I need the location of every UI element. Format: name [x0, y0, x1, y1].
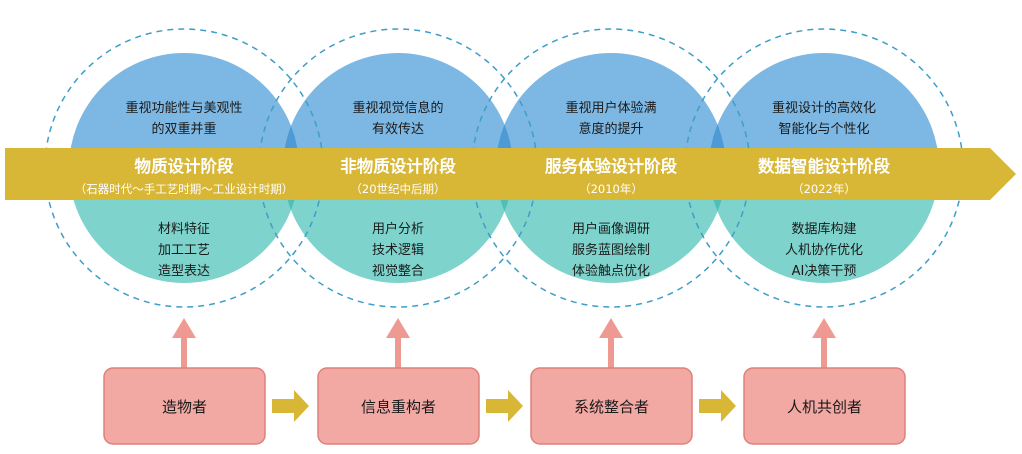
role-label-1: 造物者 [162, 398, 207, 416]
stage-1-skill-3: 造型表达 [158, 264, 210, 279]
stage-3-top-half [496, 53, 726, 168]
stage-2-skill-1: 用户分析 [372, 221, 424, 237]
stage-3-period: （2010年） [579, 182, 643, 196]
role-boxes: 造物者 信息重构者 系统整合者 人机共创者 [103, 367, 906, 445]
stage-4-skill-2: 人机协作优化 [785, 243, 863, 258]
stage-4-top-half [709, 53, 939, 168]
stage-skill-texts: 材料特征 加工工艺 造型表达 用户分析 技术逻辑 视觉整合 用户画像调研 服务蓝… [158, 221, 863, 279]
role-label-4: 人机共创者 [787, 398, 862, 416]
stage-1-focus-line-2: 的双重并重 [151, 121, 216, 137]
stage-4-focus-line-1: 重视设计的高效化 [772, 100, 876, 116]
progression-arrows [272, 390, 736, 422]
stage-1-title: 物质设计阶段 [135, 156, 235, 176]
stage-2-skill-2: 技术逻辑 [372, 243, 424, 258]
stage-4-focus-line-2: 智能化与个性化 [778, 122, 869, 137]
up-arrows [172, 318, 836, 368]
stage-3-skill-1: 用户画像调研 [572, 221, 650, 237]
stage-3-up-arrow-icon [599, 318, 623, 368]
role-label-2: 信息重构者 [361, 398, 436, 416]
timeline-arrow-band [5, 148, 1016, 200]
stage-4-skill-3: AI决策干预 [792, 263, 857, 279]
right-arrow-icon-2 [486, 390, 523, 422]
stage-2-focus-line-1: 重视视觉信息的 [352, 100, 443, 116]
stage-2-skill-3: 视觉整合 [372, 264, 424, 279]
stage-3-focus-line-2: 意度的提升 [578, 121, 643, 137]
role-box-3 [530, 367, 693, 445]
role-label-3: 系统整合者 [574, 398, 649, 416]
role-box-2 [317, 367, 480, 445]
stage-3-title: 服务体验设计阶段 [545, 156, 678, 176]
stage-1-skill-2: 加工工艺 [158, 243, 210, 258]
right-arrow-icon-3 [699, 390, 736, 422]
stage-4-title: 数据智能设计阶段 [758, 156, 891, 176]
stage-1-top-half [69, 53, 299, 168]
stage-3-skill-3: 体验触点优化 [572, 263, 650, 279]
stage-2-title: 非物质设计阶段 [340, 156, 456, 176]
stage-titles: 物质设计阶段 （石器时代～手工艺时期～工业设计时期） 非物质设计阶段 （20世纪… [75, 156, 891, 196]
stage-1-skill-1: 材料特征 [158, 222, 210, 237]
stage-2-period: （20世纪中后期） [350, 182, 445, 196]
stage-1-period: （石器时代～手工艺时期～工业设计时期） [75, 182, 294, 196]
role-box-1 [103, 367, 266, 445]
stage-3-skill-2: 服务蓝图绘制 [572, 242, 650, 258]
stage-focus-texts: 重视功能性与美观性 的双重并重 重视视觉信息的 有效传达 重视用户体验满 意度的… [125, 100, 876, 137]
stage-3-focus-line-1: 重视用户体验满 [565, 100, 656, 116]
right-arrow-icon-1 [272, 390, 309, 422]
stage-4-period: （2022年） [792, 182, 856, 196]
stage-4-up-arrow-icon [812, 318, 836, 368]
stage-2-top-half [283, 53, 513, 168]
stage-1-up-arrow-icon [172, 318, 196, 368]
role-box-4 [743, 367, 906, 445]
stage-2-up-arrow-icon [386, 318, 410, 368]
stage-1-focus-line-1: 重视功能性与美观性 [125, 100, 242, 116]
stage-4-skill-1: 数据库构建 [791, 221, 856, 237]
stage-2-focus-line-2: 有效传达 [372, 122, 424, 137]
